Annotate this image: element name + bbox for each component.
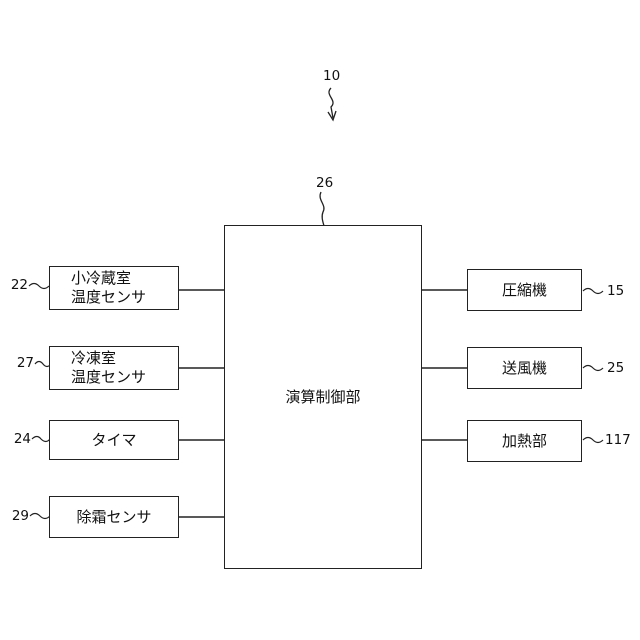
ref-number-defrost-sensor: 29	[3, 508, 29, 524]
small-freezer-temp-sensor-block: 小冷蔵室 温度センサ	[49, 266, 179, 310]
defrost-sensor-label: 除霜センサ	[76, 508, 151, 527]
ref-number-heater: 117	[605, 432, 631, 448]
ref-leader-compressor	[583, 289, 603, 294]
timer-block: タイマ	[49, 420, 179, 460]
ref-number-timer: 24	[5, 431, 31, 447]
ref-leader-timer	[32, 437, 50, 442]
compressor-label: 圧縮機	[502, 281, 547, 300]
defrost-sensor-block: 除霜センサ	[49, 496, 179, 538]
timer-label: タイマ	[91, 431, 136, 450]
ref-number-small-freezer-temp-sensor: 22	[2, 277, 28, 293]
ref-leader-defrost-sensor	[30, 514, 50, 519]
heater-label: 加熱部	[502, 432, 547, 451]
controller-ref-number: 26	[316, 175, 333, 191]
controller-block: 演算制御部	[224, 225, 422, 569]
ref-leader-small-freezer-temp-sensor	[29, 284, 49, 289]
heater-block: 加熱部	[467, 420, 582, 462]
blower-block: 送風機	[467, 347, 582, 389]
ref-number-freezer-temp-sensor: 27	[8, 355, 34, 371]
ref-number-blower: 25	[607, 360, 624, 376]
controller-ref-leader	[320, 192, 324, 226]
compressor-block: 圧縮機	[467, 269, 582, 311]
freezer-temp-sensor-label-line1: 冷凍室	[71, 349, 178, 368]
small-freezer-temp-sensor-label-line2: 温度センサ	[71, 288, 178, 307]
freezer-temp-sensor-block: 冷凍室 温度センサ	[49, 346, 179, 390]
ref-leader-blower	[583, 366, 603, 371]
freezer-temp-sensor-label-line2: 温度センサ	[71, 368, 178, 387]
small-freezer-temp-sensor-label-line1: 小冷蔵室	[71, 269, 178, 288]
controller-label: 演算制御部	[285, 388, 360, 407]
system-ref-number: 10	[323, 68, 340, 84]
ref-leader-heater	[583, 438, 603, 443]
ref-number-compressor: 15	[607, 283, 624, 299]
blower-label: 送風機	[502, 359, 547, 378]
